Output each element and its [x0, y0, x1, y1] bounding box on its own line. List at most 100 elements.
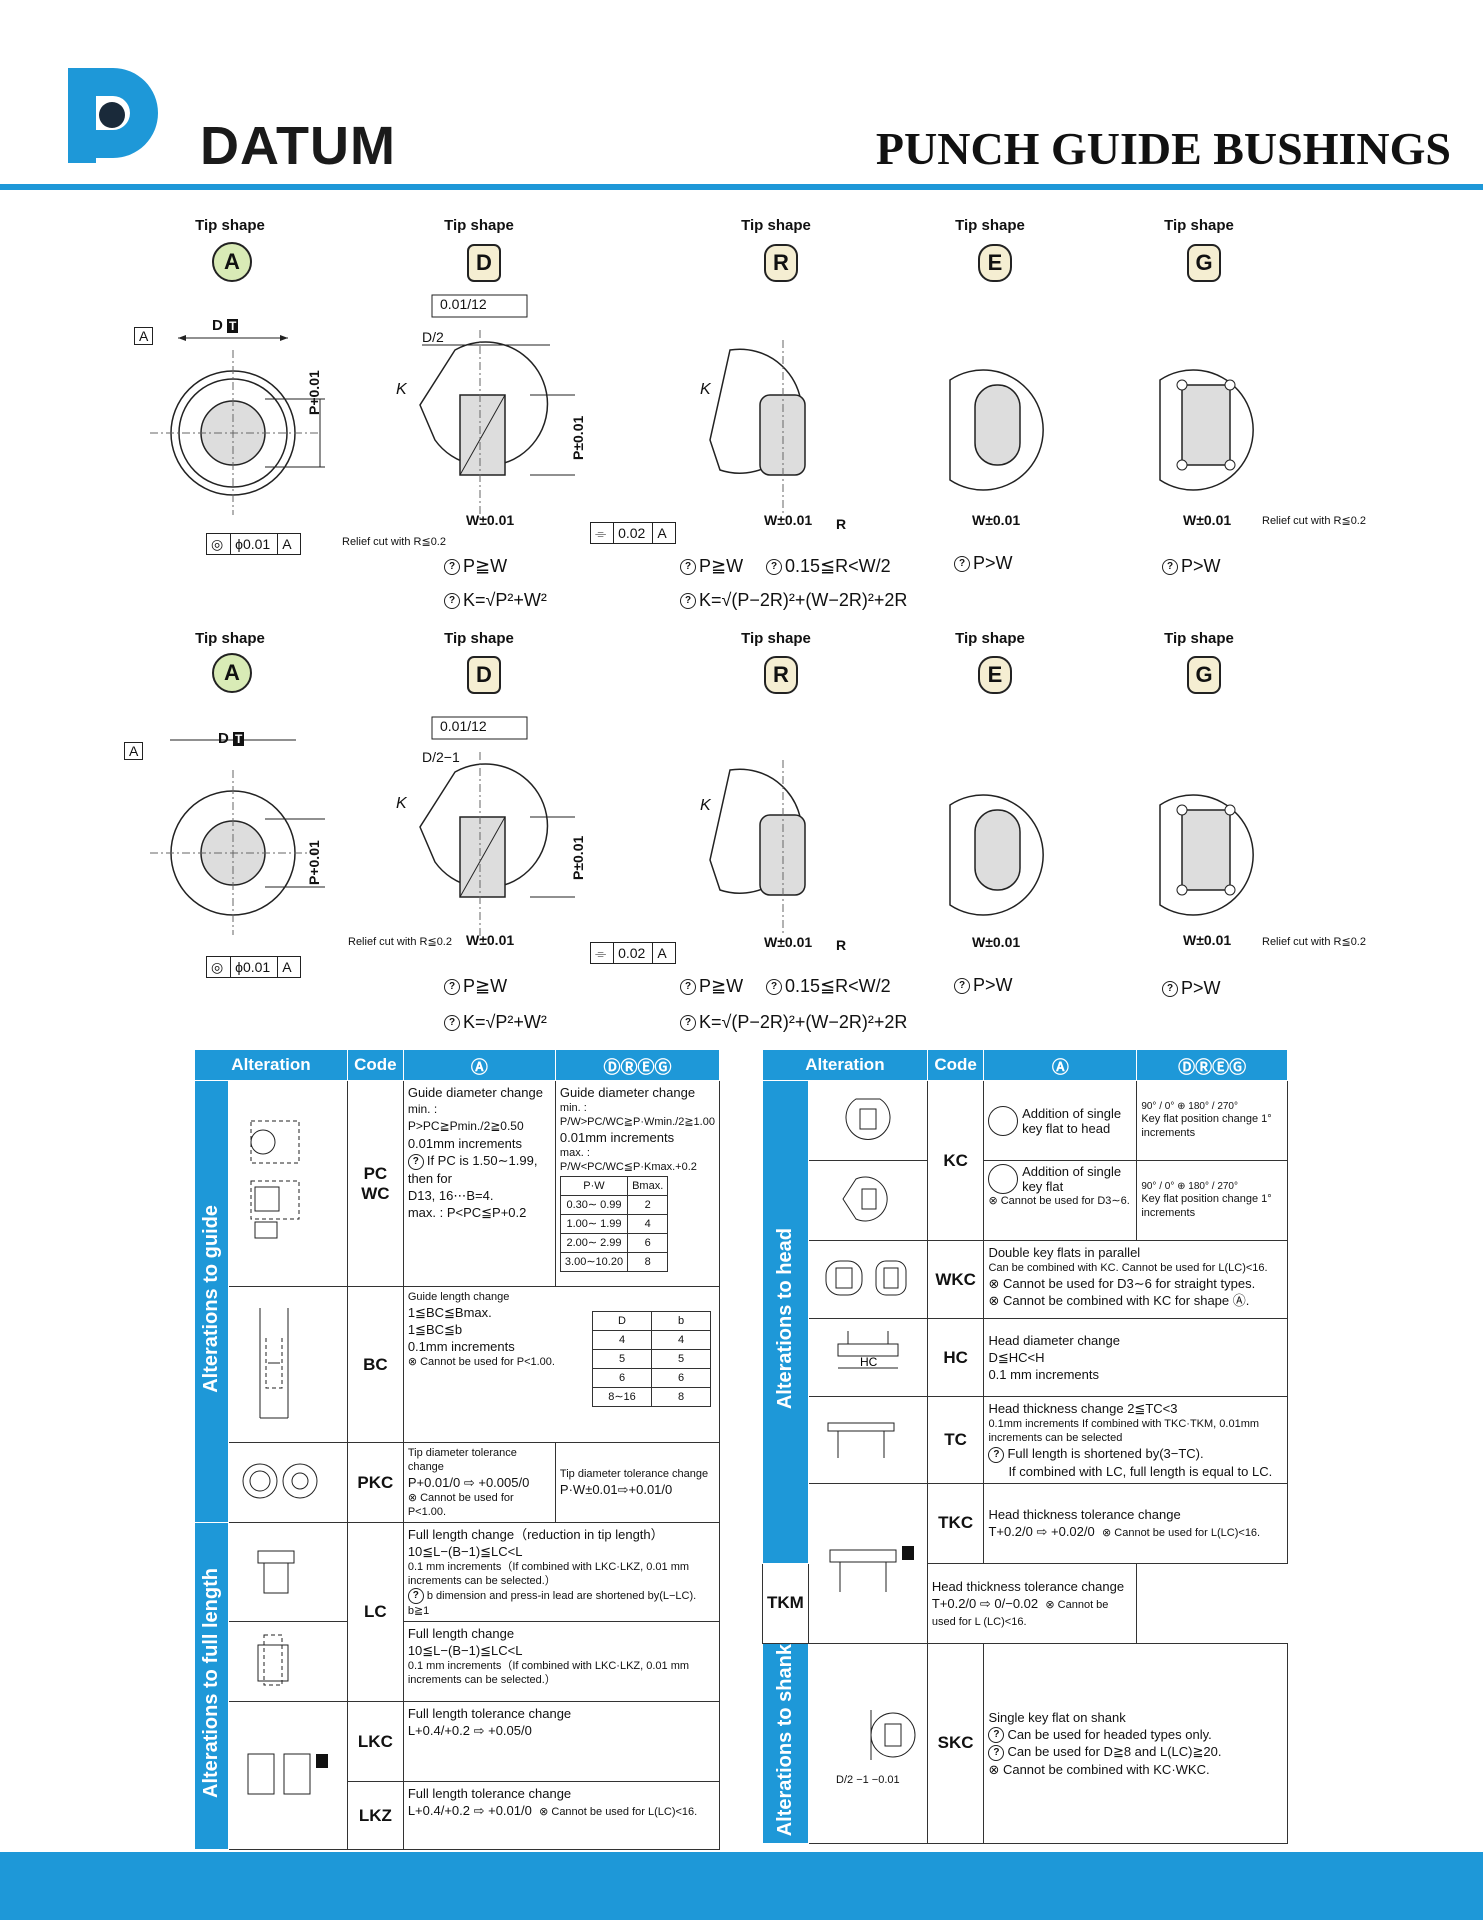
code-pkc: PKC: [346, 1442, 404, 1523]
dim-dt-2: D T: [218, 730, 245, 747]
shape-badge-r: R: [764, 244, 798, 282]
w-dim-e-2: W±0.01: [972, 934, 1021, 950]
code-hc: HC: [926, 1318, 985, 1397]
header-code: Code: [346, 1049, 404, 1081]
shape-badge-e: E: [978, 244, 1012, 282]
pkc-d-desc: Tip diameter tolerance change P·W±0.01⇨+…: [554, 1442, 721, 1523]
tip-label-e-2: Tip shape: [955, 630, 1025, 647]
shape-badge-a-2: A: [212, 653, 252, 693]
relief-note-d: Relief cut with R≦0.2: [342, 536, 446, 548]
drawing-e-row1: [949, 369, 1044, 491]
right-alteration-table: Alteration Code Ⓐ ⒹⓇⒺⒼ Alterations to he…: [762, 1049, 1288, 1844]
brand-name: DATUM: [200, 116, 396, 176]
lc-illustration-1: [227, 1522, 348, 1622]
pc-illustration: [227, 1080, 348, 1287]
drawing-g-row1: [1159, 369, 1254, 491]
lc-desc-2: Full length change 10≦L−(B−1)≦LC<L 0.1 m…: [402, 1621, 721, 1702]
shape-badge-d-2: D: [467, 656, 501, 694]
p-dim-d-2: P±0.01: [570, 835, 586, 880]
w-dim-r-2: W±0.01: [764, 934, 813, 950]
pkc-a-desc: Tip diameter tolerance change P+0.01/0 ⇨…: [402, 1442, 556, 1523]
lc-illustration-2: [227, 1621, 348, 1702]
drawing-a-row1: [150, 335, 325, 515]
w-dim-g-2: W±0.01: [1183, 932, 1232, 948]
r-dim-2: R: [836, 937, 847, 953]
kc-d-1: 90° / 0° ⊕ 180° / 270° Key flat position…: [1136, 1080, 1288, 1161]
code-lkz: LKZ: [346, 1781, 404, 1850]
kc-d-2: 90° / 0° ⊕ 180° / 270° Key flat position…: [1136, 1160, 1288, 1241]
tip-label-r-2: Tip shape: [741, 630, 811, 647]
lkz-desc: Full length tolerance change L+0.4/+0.2 …: [402, 1781, 721, 1850]
side-length: Alterations to full length: [194, 1522, 229, 1850]
header-dreg: ⒹⓇⒺⒼ: [554, 1049, 721, 1081]
tc-desc: Head thickness change 2≦TC<3 0.1mm incre…: [983, 1396, 1288, 1484]
pc-a-desc: Guide diameter change min. : P>PC≧Pmin./…: [402, 1080, 556, 1287]
hc-illustration: HC: [807, 1318, 928, 1397]
drawing-e-row2: [949, 794, 1044, 916]
drawing-r-row2: [709, 760, 806, 935]
left-alteration-table: Alteration Code Ⓐ ⒹⓇⒺⒼ Alterations to gu…: [194, 1049, 721, 1850]
shape-badge-g-2: G: [1187, 656, 1221, 694]
kc-illustration-2: [807, 1160, 928, 1241]
note-r-3: ?K=√(P−2R)²+(W−2R)²+2R: [680, 590, 907, 611]
tip-label-g-2: Tip shape: [1164, 630, 1234, 647]
lc-desc-1: Full length change（reduction in tip leng…: [402, 1522, 721, 1622]
code-tc: TC: [926, 1396, 985, 1484]
note-d-2-2: ?K=√P²+W²: [444, 1012, 547, 1033]
r-dim: R: [836, 516, 847, 532]
datum-a-box: A: [134, 327, 154, 345]
skc-desc: Single key flat on shank ?Can be used fo…: [983, 1642, 1288, 1844]
kc-illustration-1: [807, 1080, 928, 1161]
k-dim: K: [396, 381, 407, 398]
drawing-r-row1: [709, 340, 806, 515]
w-dim-d: W±0.01: [466, 512, 515, 528]
tc-illustration: [807, 1396, 928, 1484]
kc-a-2: Addition of single key flat ⊗ Cannot be …: [983, 1160, 1138, 1241]
note-r-2: ?0.15≦R<W/2: [766, 556, 891, 577]
pkc-illustration: [227, 1442, 348, 1523]
k-dim-r: K: [700, 381, 711, 398]
p-dim-d: P±0.01: [570, 415, 586, 460]
drawing-g-row2: [1159, 794, 1254, 916]
tip-label-g: Tip shape: [1164, 217, 1234, 234]
wkc-desc: Double key flats in parallel Can be comb…: [983, 1240, 1288, 1319]
tip-label-d: Tip shape: [444, 217, 514, 234]
side-shank-label: Alterations to shank: [762, 1642, 809, 1844]
tip-label-d-2: Tip shape: [444, 630, 514, 647]
header-code-r: Code: [926, 1049, 985, 1081]
header-alteration: Alteration: [194, 1049, 348, 1081]
note-r-1-2: ?P≧W: [680, 976, 743, 997]
shape-badge-r-2: R: [764, 656, 798, 694]
code-skc: SKC: [926, 1642, 985, 1844]
bc-illustration: [227, 1286, 348, 1443]
skc-illustration: D/2 −1 −0.01: [807, 1642, 928, 1844]
shape-badge-e-2: E: [978, 656, 1012, 694]
k-dim-r-2: K: [700, 797, 711, 814]
code-wkc: WKC: [926, 1240, 985, 1319]
lkc-illustration: [227, 1701, 348, 1850]
drawing-a-row2: [150, 739, 325, 935]
dim-dt: D T: [212, 317, 239, 334]
header-dreg-r: ⒹⓇⒺⒼ: [1136, 1049, 1288, 1081]
code-lc: LC: [346, 1522, 404, 1702]
note-e-2: ?P>W: [954, 975, 1013, 996]
wkc-illustration: [807, 1240, 928, 1319]
relief-note-d-2: Relief cut with R≦0.2: [348, 936, 452, 948]
code-kc: KC: [926, 1080, 985, 1241]
tkc-desc: Head thickness tolerance change T+0.2/0 …: [983, 1482, 1288, 1564]
datum-logo-icon: [68, 68, 158, 163]
page-title: PUNCH GUIDE BUSHINGS: [875, 123, 1451, 174]
header-rule: [0, 184, 1483, 190]
dim-p-plus: P+0.01: [306, 370, 322, 415]
w-dim-e: W±0.01: [972, 512, 1021, 528]
parallelism-tol-2: 0.01/12: [440, 718, 487, 734]
relief-note-g-2: Relief cut with R≦0.2: [1262, 936, 1366, 948]
tip-label-a-2: Tip shape: [195, 630, 265, 647]
note-d-2: ?K=√P²+W²: [444, 590, 547, 611]
tkc-illustration: [807, 1482, 928, 1644]
